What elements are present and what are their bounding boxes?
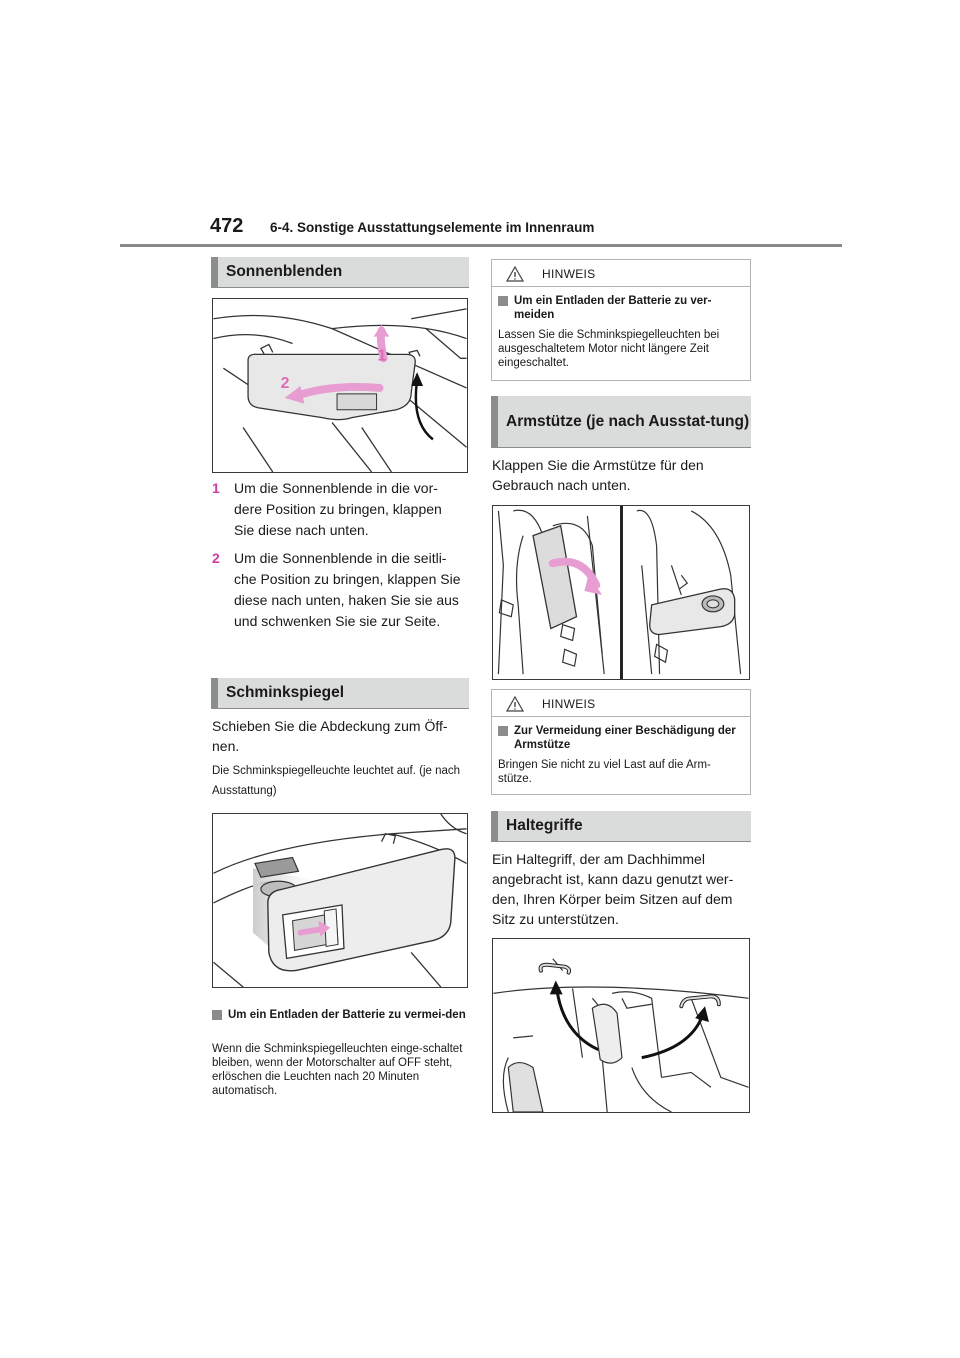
figure-grab-handles	[492, 938, 750, 1113]
step-number: 1	[212, 480, 220, 496]
vanity-mirror-instruction: Schieben Sie die Abdeckung zum Öff-nen.	[212, 718, 448, 754]
notice-header: HINWEIS	[492, 690, 750, 717]
notice-label: HINWEIS	[542, 267, 596, 281]
step-2: 2 Um die Sonnenblende in die seitli-che …	[212, 548, 462, 632]
section-heading-sun-visors: Sonnenblenden	[211, 257, 469, 288]
callout-1: 1	[378, 347, 387, 364]
step-text: Um die Sonnenblende in die vor-dere Posi…	[234, 480, 442, 538]
figure-sun-visor: 1 2	[212, 298, 468, 473]
section-heading-text: Armstütze (je nach Ausstat-tung)	[506, 412, 750, 430]
bullet-square-icon	[212, 1010, 222, 1020]
notice-box-battery: HINWEIS Um ein Entladen der Batterie zu …	[491, 259, 751, 381]
notice-title-text: Zur Vermeidung einer Beschädigung der Ar…	[514, 725, 736, 751]
header-rule	[120, 244, 842, 247]
chapter-title: 6-4. Sonstige Ausstattungselemente im In…	[270, 220, 595, 235]
section-heading-vanity-mirror: Schminkspiegel	[211, 678, 469, 709]
notice-label: HINWEIS	[542, 697, 596, 711]
warning-triangle-icon	[506, 266, 524, 282]
page-number: 472	[210, 215, 244, 237]
sun-visor-illustration: 1 2	[213, 308, 467, 472]
grab-handles-illustration	[493, 958, 749, 1112]
section-heading-text: Sonnenblenden	[226, 262, 343, 280]
notice-header: HINWEIS	[492, 260, 750, 287]
vanity-note-title: Um ein Entladen der Batterie zu vermei-d…	[212, 1008, 474, 1022]
armrest-illustration	[497, 506, 742, 679]
step-number: 2	[212, 550, 220, 566]
vanity-mirror-illustration	[213, 814, 467, 987]
section-heading-text: Haltegriffe	[506, 816, 583, 834]
step-text: Um die Sonnenblende in die seitli-che Po…	[234, 550, 461, 629]
warning-triangle-icon	[506, 696, 524, 712]
notice-title: Um ein Entladen der Batterie zu ver-meid…	[498, 294, 738, 322]
bullet-square-icon	[498, 726, 508, 736]
vanity-note-body: Wenn die Schminkspiegelleuchten einge-sc…	[212, 1043, 463, 1097]
section-heading-text: Schminkspiegel	[226, 683, 345, 701]
notice-title-text: Um ein Entladen der Batterie zu ver-meid…	[514, 295, 712, 321]
vanity-note-title-text: Um ein Entladen der Batterie zu vermei-d…	[228, 1009, 466, 1021]
notice-box-armrest: HINWEIS Zur Vermeidung einer Beschädigun…	[491, 689, 751, 795]
armrest-instruction: Klappen Sie die Armstütze für den Gebrau…	[492, 457, 704, 493]
bullet-square-icon	[498, 296, 508, 306]
section-heading-armrest: Armstütze (je nach Ausstat-tung)	[491, 396, 751, 448]
grab-handles-instruction: Ein Haltegriff, der am Dachhimmel angebr…	[492, 851, 734, 927]
figure-armrest	[492, 505, 750, 680]
section-heading-grab-handles: Haltegriffe	[491, 811, 751, 842]
step-1: 1 Um die Sonnenblende in die vor-dere Po…	[212, 478, 462, 541]
notice-body: Bringen Sie nicht zu viel Last auf die A…	[498, 759, 711, 785]
vanity-mirror-light-note: Die Schminkspiegelleuchte leuchtet auf. …	[212, 765, 461, 797]
callout-2: 2	[281, 375, 290, 392]
notice-body: Lassen Sie die Schminkspiegelleuchten be…	[498, 329, 720, 369]
figure-vanity-mirror	[212, 813, 468, 988]
notice-title: Zur Vermeidung einer Beschädigung der Ar…	[498, 724, 738, 752]
